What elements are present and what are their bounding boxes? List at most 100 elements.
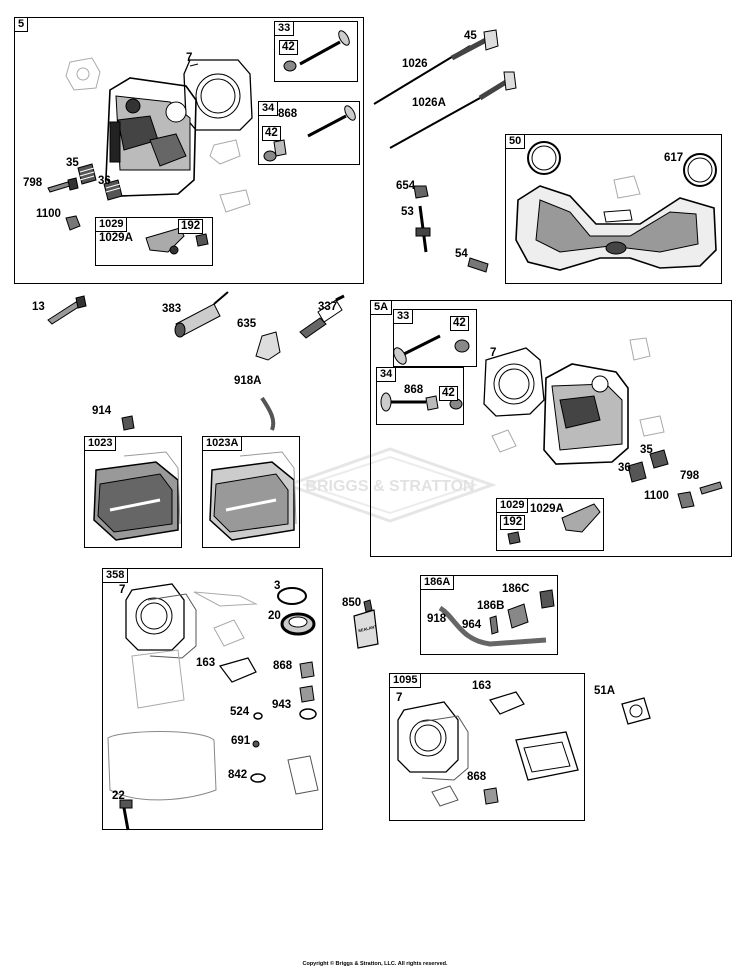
gasket	[621, 697, 651, 725]
rocker-arm	[145, 227, 185, 253]
gasket-faint	[65, 57, 101, 91]
gasket	[218, 657, 257, 683]
label-943: 943	[272, 699, 292, 711]
clip	[65, 215, 81, 231]
cylinder-head	[543, 363, 629, 465]
bolt	[467, 257, 489, 273]
label-964: 964	[462, 619, 482, 631]
intake-seal	[527, 141, 561, 175]
label-54: 54	[455, 248, 468, 260]
label-868: 868	[273, 660, 293, 672]
bolt	[699, 481, 723, 495]
valve-spring	[627, 461, 647, 483]
box-1023A: 1023A	[202, 436, 300, 548]
screw	[121, 415, 135, 431]
label-35: 35	[640, 444, 653, 456]
box-label: 1029	[496, 498, 529, 513]
label-1100: 1100	[36, 208, 61, 220]
label-20: 20	[268, 610, 281, 622]
label-45: 45	[464, 30, 477, 42]
gasket	[489, 691, 525, 715]
box-5: 5	[14, 17, 364, 284]
label-51A: 51A	[594, 685, 616, 697]
clip	[677, 491, 695, 509]
box-label: 33	[393, 309, 414, 324]
part-42: 42	[439, 386, 458, 401]
box-label: 50	[505, 134, 526, 149]
copyright-footer: Copyright © Briggs & Stratton, LLC. All …	[302, 961, 448, 967]
label-691: 691	[231, 735, 251, 747]
valve-cover	[93, 451, 181, 541]
box-1029-5A: 1029 192	[496, 498, 604, 551]
valve-spring	[77, 163, 97, 185]
elbow-fitting	[255, 331, 281, 361]
box-1029: 1029 192	[95, 217, 213, 266]
label-36: 36	[618, 462, 631, 474]
label-3: 3	[274, 580, 281, 592]
valve-spring	[649, 449, 669, 469]
nut	[413, 185, 429, 199]
oil-seal	[277, 587, 307, 605]
label-7: 7	[186, 52, 193, 64]
label-914: 914	[92, 405, 112, 417]
label-798: 798	[680, 470, 700, 482]
box-label: 33	[274, 21, 295, 36]
crankcase-gasket	[107, 731, 217, 801]
bolt	[47, 301, 81, 325]
label-163: 163	[472, 680, 492, 692]
box-186A: 186A	[420, 575, 558, 655]
label-53: 53	[401, 206, 414, 218]
label-1029A: 1029A	[530, 503, 564, 515]
label-186B: 186B	[477, 600, 505, 612]
label-7: 7	[119, 584, 126, 596]
box-label: 34	[258, 101, 279, 116]
valve	[450, 37, 488, 61]
box-label: 5A	[370, 300, 393, 315]
fuel-line	[438, 605, 547, 647]
label-868: 868	[278, 108, 298, 120]
part-42: 42	[279, 40, 298, 55]
watermark-logo: BRIGGS & STRATTON	[280, 445, 500, 525]
box-358: 358	[102, 568, 323, 830]
rocker-nut	[195, 233, 209, 247]
valve-stem	[299, 40, 341, 66]
label-13: 13	[32, 301, 45, 313]
label-163: 163	[196, 657, 216, 669]
label-654: 654	[396, 180, 416, 192]
box-label: 5	[14, 17, 29, 32]
valve-spring	[103, 179, 123, 201]
box-label: 186A	[420, 575, 455, 590]
pushrod	[389, 97, 481, 149]
box-1023: 1023	[84, 436, 182, 548]
valve-seal	[283, 60, 297, 72]
label-383: 383	[162, 303, 182, 315]
label-35: 35	[66, 157, 79, 169]
label-7: 7	[396, 692, 403, 704]
label-1100: 1100	[644, 490, 669, 502]
label-850: 850	[342, 597, 362, 609]
box-1095: 1095	[389, 673, 585, 821]
dowel	[299, 661, 315, 679]
label-1026: 1026	[402, 58, 428, 70]
box-label: 34	[376, 367, 397, 382]
part-192: 192	[500, 515, 526, 530]
part-42: 42	[262, 126, 281, 141]
breather-hose	[260, 396, 276, 431]
valve-stem	[399, 334, 441, 358]
spark-plug	[299, 317, 327, 339]
label-868: 868	[404, 384, 424, 396]
gasket	[125, 583, 185, 651]
part-192: 192	[178, 219, 204, 234]
valve-cover	[209, 451, 297, 541]
box-33-5A: 33 42	[393, 309, 477, 367]
gasket	[515, 731, 579, 781]
label-1029A: 1029A	[99, 232, 133, 244]
label-635: 635	[237, 318, 257, 330]
label-918: 918	[427, 613, 447, 625]
label-798: 798	[23, 177, 43, 189]
label-1026A: 1026A	[412, 97, 446, 109]
gasket	[397, 701, 459, 773]
box-label: 1095	[389, 673, 422, 688]
